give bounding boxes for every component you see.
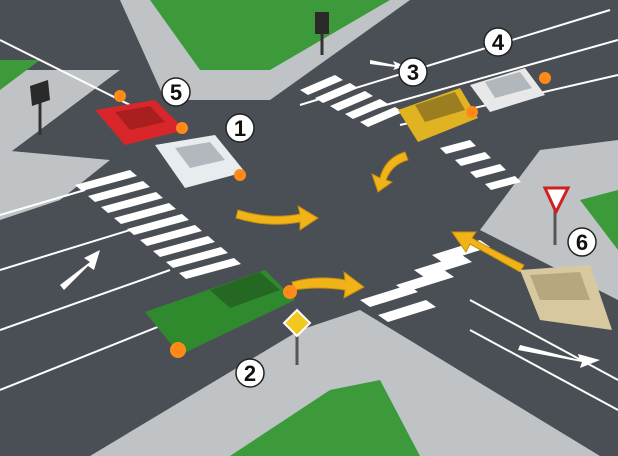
svg-text:4: 4 [492,30,505,55]
label-vehicle-4: 4 [484,28,512,56]
label-vehicle-5: 5 [162,78,190,106]
svg-text:1: 1 [234,116,246,141]
label-vehicle-1: 1 [226,114,254,142]
svg-text:2: 2 [244,361,256,386]
svg-text:5: 5 [170,80,182,105]
svg-text:6: 6 [576,230,588,255]
label-vehicle-6: 6 [568,228,596,256]
label-vehicle-2: 2 [236,359,264,387]
label-vehicle-3: 3 [399,58,427,86]
svg-text:3: 3 [407,60,419,85]
